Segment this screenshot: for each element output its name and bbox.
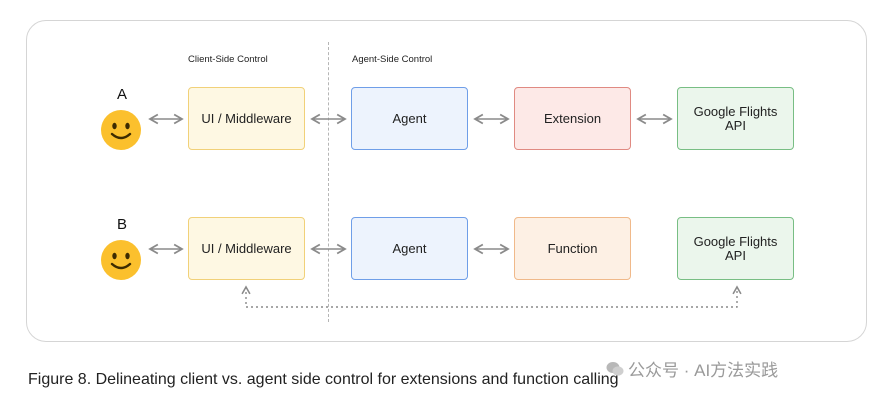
row-a-agent-box: Agent <box>351 87 468 150</box>
wechat-icon <box>606 361 624 376</box>
row-a-google-flights-api-box: Google Flights API <box>677 87 794 150</box>
row-a-label: A <box>116 86 127 103</box>
smiley-icon <box>101 110 141 150</box>
row-a-ui-middleware-box: UI / Middleware <box>188 87 305 150</box>
row-b-label: B <box>116 216 127 233</box>
figure-caption: Figure 8. Delineating client vs. agent s… <box>28 371 619 388</box>
dotted-loop-arrow-icon <box>241 285 742 308</box>
row-b-function-box: Function <box>514 217 631 280</box>
smiley-icon <box>101 240 141 280</box>
row-b-agent-box: Agent <box>351 217 468 280</box>
agent-side-label: Agent-Side Control <box>352 54 433 65</box>
row-b-google-flights-api-box: Google Flights API <box>677 217 794 280</box>
row-b-ui-middleware-box: UI / Middleware <box>188 217 305 280</box>
watermark: 公众号 · AI方法实践 <box>606 356 778 381</box>
row-a-extension-box: Extension <box>514 87 631 150</box>
watermark-text: 公众号 · AI方法实践 <box>628 361 779 380</box>
control-divider <box>328 42 329 322</box>
client-side-label: Client-Side Control <box>188 54 268 65</box>
